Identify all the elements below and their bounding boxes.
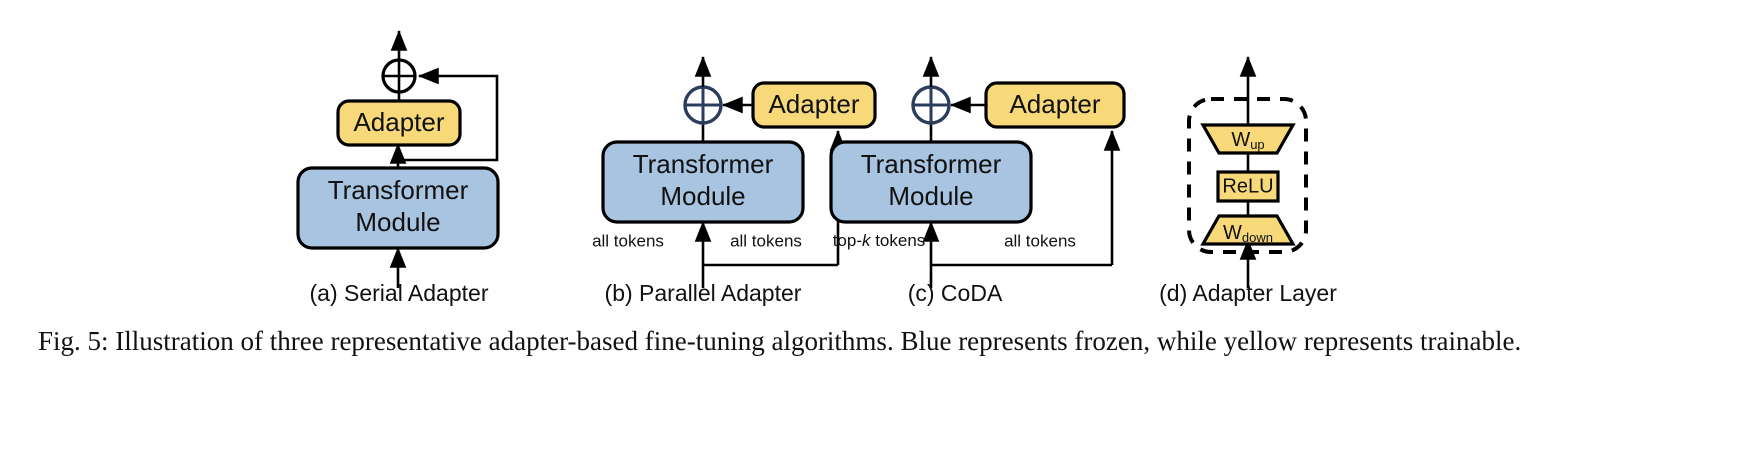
panel-caption-coda: (c) CoDA	[908, 280, 1003, 306]
w-down-subscript: down	[1242, 230, 1273, 245]
coda-adapter-input-token-label: all tokens	[1004, 231, 1076, 250]
coda-token-italic-k: k	[862, 231, 872, 250]
serial-transformer-label-line2: Module	[355, 207, 440, 237]
adapter-layer-w-down-label: Wdown	[1223, 222, 1273, 245]
parallel-adapter-label: Adapter	[768, 89, 859, 119]
panel-serial-adapter: Transformer Module Adapter (a) Serial Ad…	[296, 29, 500, 306]
coda-adapter-label: Adapter	[1009, 89, 1100, 119]
adapter-layer-w-down-shape	[1200, 214, 1296, 246]
serial-transformer-label-line1: Transformer	[328, 175, 469, 205]
adapter-layer-relu-label: ReLU	[1222, 175, 1273, 197]
adapter-layer-w-up-label: Wup	[1231, 129, 1264, 152]
parallel-transformer-input-token-label: all tokens	[592, 231, 664, 250]
coda-transformer-label-line1: Transformer	[861, 149, 1002, 179]
parallel-adapter-input-token-label: all tokens	[730, 231, 802, 250]
panel-caption-serial-adapter: (a) Serial Adapter	[310, 280, 489, 306]
coda-token-suffix: tokens	[870, 231, 925, 250]
coda-sum-operator	[911, 85, 951, 125]
figure-caption: Fig. 5: Illustration of three representa…	[38, 326, 1522, 356]
panel-parallel-adapter: Transformer Module Adapter all tokens al…	[592, 55, 877, 306]
w-up-base: W	[1231, 129, 1250, 151]
adapter-layer-w-up-shape	[1200, 123, 1296, 155]
serial-adapter-label: Adapter	[353, 107, 444, 137]
parallel-sum-operator	[683, 85, 723, 125]
w-down-base: W	[1223, 222, 1242, 244]
adapter-layer-relu-box	[1216, 170, 1280, 203]
coda-transformer-input-token-label: top-k tokens	[833, 231, 926, 250]
serial-sum-operator	[381, 58, 417, 94]
parallel-transformer-label-line2: Module	[660, 181, 745, 211]
coda-token-prefix: top-	[833, 231, 862, 250]
panel-caption-parallel-adapter: (b) Parallel Adapter	[605, 280, 802, 306]
coda-transformer-label-line2: Module	[888, 181, 973, 211]
parallel-transformer-label-line1: Transformer	[633, 149, 774, 179]
adapter-diagram: Transformer Module Adapter (a) Serial Ad…	[296, 29, 1337, 306]
panel-adapter-layer: Wdown ReLU Wup (d) Adapter Layer	[1159, 55, 1337, 306]
panel-caption-adapter-layer: (d) Adapter Layer	[1159, 280, 1337, 306]
panel-coda: Transformer Module Adapter top-k tokens …	[829, 55, 1126, 306]
serial-residual-connection	[398, 67, 499, 162]
w-up-subscript: up	[1250, 137, 1264, 152]
